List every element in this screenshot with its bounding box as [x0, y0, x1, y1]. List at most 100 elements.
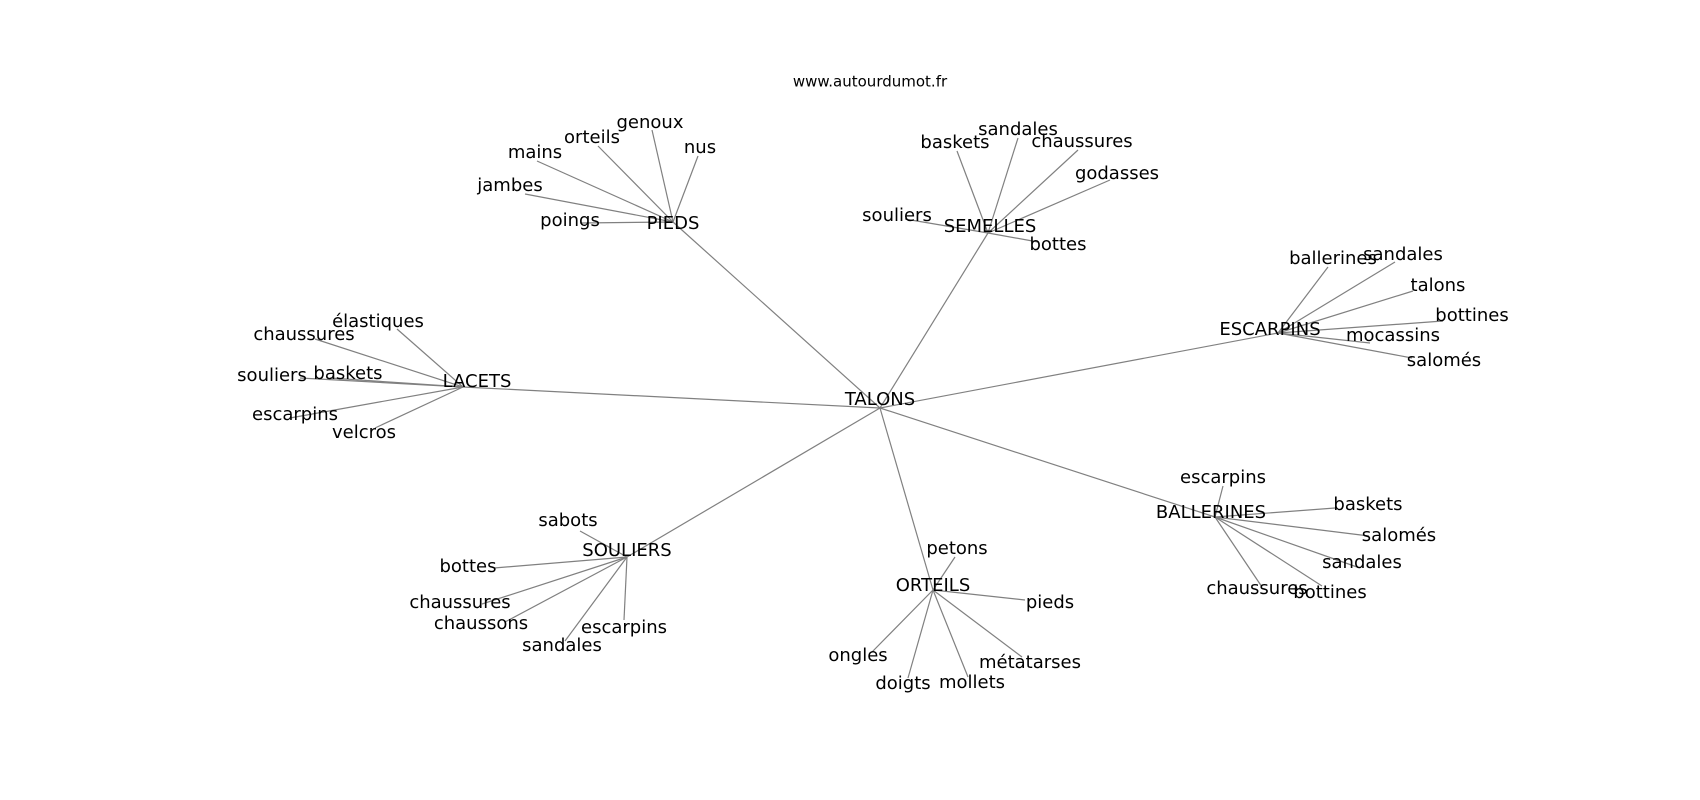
- edge-lacets-word: [289, 386, 464, 419]
- edge-semelles-word: [904, 218, 989, 234]
- edge-talons-orteils: [879, 407, 934, 591]
- word-node: salomés: [1362, 525, 1436, 546]
- edge-orteils-word: [932, 589, 969, 678]
- edge-ballerines-word: [1214, 516, 1263, 588]
- hub-node-ballerines: BALLERINES: [1156, 502, 1266, 523]
- word-node: escarpins: [1180, 467, 1266, 488]
- edge-pieds-word: [524, 193, 674, 223]
- edge-souliers-word: [564, 556, 628, 642]
- word-node: baskets: [313, 363, 382, 384]
- edge-ballerines-word: [1214, 507, 1336, 518]
- word-node: mollets: [939, 672, 1005, 693]
- edge-talons-escarpins: [879, 332, 1279, 409]
- hub-node-souliers: SOULIERS: [582, 540, 671, 561]
- hub-node-orteils: ORTEILS: [896, 575, 971, 596]
- edge-ballerines-word: [1214, 516, 1370, 537]
- word-node: ballerines: [1289, 248, 1377, 269]
- word-node: ongles: [828, 645, 887, 666]
- edge-talons-ballerines: [879, 407, 1216, 518]
- word-node: sandales: [1322, 552, 1402, 573]
- edge-pieds-word: [536, 160, 674, 223]
- word-node: chaussures: [1206, 578, 1307, 599]
- edge-talons-semelles: [879, 232, 989, 409]
- edge-orteils-word: [907, 589, 934, 679]
- edge-pieds-word: [579, 221, 674, 224]
- center-node: TALONS: [844, 389, 915, 410]
- word-node: petons: [926, 538, 987, 559]
- edge-souliers-word: [493, 556, 628, 569]
- word-node: bottines: [1435, 305, 1508, 326]
- edge-orteils-word: [871, 589, 934, 653]
- edge-lacets-word: [396, 328, 464, 388]
- word-node: souliers: [237, 365, 307, 386]
- edge-souliers-word: [579, 530, 628, 558]
- source-watermark: www.autourdumot.fr: [793, 73, 948, 91]
- word-node: chaussures: [253, 324, 354, 345]
- word-node: sandales: [522, 635, 602, 656]
- word-node: chaussons: [434, 613, 528, 634]
- word-node: chaussures: [409, 592, 510, 613]
- edge-semelles-word: [956, 150, 989, 234]
- hub-node-semelles: SEMELLES: [944, 216, 1037, 237]
- edge-escarpins-word: [1277, 261, 1396, 334]
- word-node: chaussures: [1031, 131, 1132, 152]
- word-node: bottines: [1293, 582, 1366, 603]
- edge-ballerines-word: [1214, 485, 1224, 518]
- edge-lacets-word: [374, 386, 464, 429]
- hub-node-pieds: PIEDS: [647, 213, 700, 234]
- word-node: nus: [684, 137, 716, 158]
- hub-node-lacets: LACETS: [443, 371, 512, 392]
- edge-pieds-word: [597, 145, 674, 223]
- word-node: élastiques: [332, 311, 424, 332]
- word-node: baskets: [920, 132, 989, 153]
- word-node: escarpins: [581, 617, 667, 638]
- word-node: métatarses: [979, 652, 1081, 673]
- edge-escarpins-word: [1277, 320, 1444, 334]
- word-node: godasses: [1075, 163, 1159, 184]
- edge-escarpins-word: [1277, 332, 1413, 359]
- word-node: genoux: [617, 112, 684, 133]
- edge-semelles-word: [987, 179, 1111, 234]
- edge-orteils-word: [932, 556, 956, 591]
- edge-talons-souliers: [626, 407, 881, 558]
- edge-orteils-word: [932, 589, 1023, 658]
- word-node: talons: [1411, 275, 1466, 296]
- edge-ballerines-word: [1214, 516, 1323, 587]
- edge-escarpins-word: [1277, 290, 1414, 334]
- word-node: baskets: [1333, 494, 1402, 515]
- word-node: poings: [540, 210, 600, 231]
- edge-souliers-word: [481, 556, 628, 605]
- edge-pieds-word: [651, 129, 674, 223]
- word-node: pieds: [1026, 592, 1074, 613]
- edge-souliers-word: [504, 556, 628, 623]
- edge-pieds-word: [672, 155, 699, 223]
- edge-escarpins-word: [1277, 266, 1329, 334]
- edge-talons-lacets: [462, 386, 881, 409]
- edge-escarpins-word: [1277, 332, 1371, 344]
- word-node: doigts: [875, 673, 930, 694]
- word-node: mocassins: [1346, 325, 1440, 346]
- edge-souliers-word: [623, 556, 628, 621]
- word-node: bottes: [439, 556, 496, 577]
- edge-orteils-word: [932, 589, 1026, 601]
- word-node: bottes: [1029, 234, 1086, 255]
- edge-lacets-word: [329, 377, 464, 388]
- graph-edges: [289, 129, 1444, 679]
- word-node: velcros: [332, 422, 396, 443]
- word-node: sandales: [1363, 244, 1443, 265]
- word-node: sabots: [538, 510, 597, 531]
- word-node: orteils: [564, 127, 620, 148]
- edge-semelles-word: [987, 137, 1019, 234]
- word-node: souliers: [862, 205, 932, 226]
- hub-node-escarpins: ESCARPINS: [1219, 319, 1320, 340]
- edge-ballerines-word: [1214, 516, 1358, 568]
- word-node: escarpins: [252, 404, 338, 425]
- edge-lacets-word: [314, 338, 464, 388]
- edge-semelles-word: [987, 149, 1079, 234]
- word-node: salomés: [1407, 350, 1481, 371]
- word-node: sandales: [978, 119, 1058, 140]
- word-node: mains: [508, 142, 562, 163]
- edge-semelles-word: [987, 232, 1039, 243]
- word-node: jambes: [476, 175, 542, 196]
